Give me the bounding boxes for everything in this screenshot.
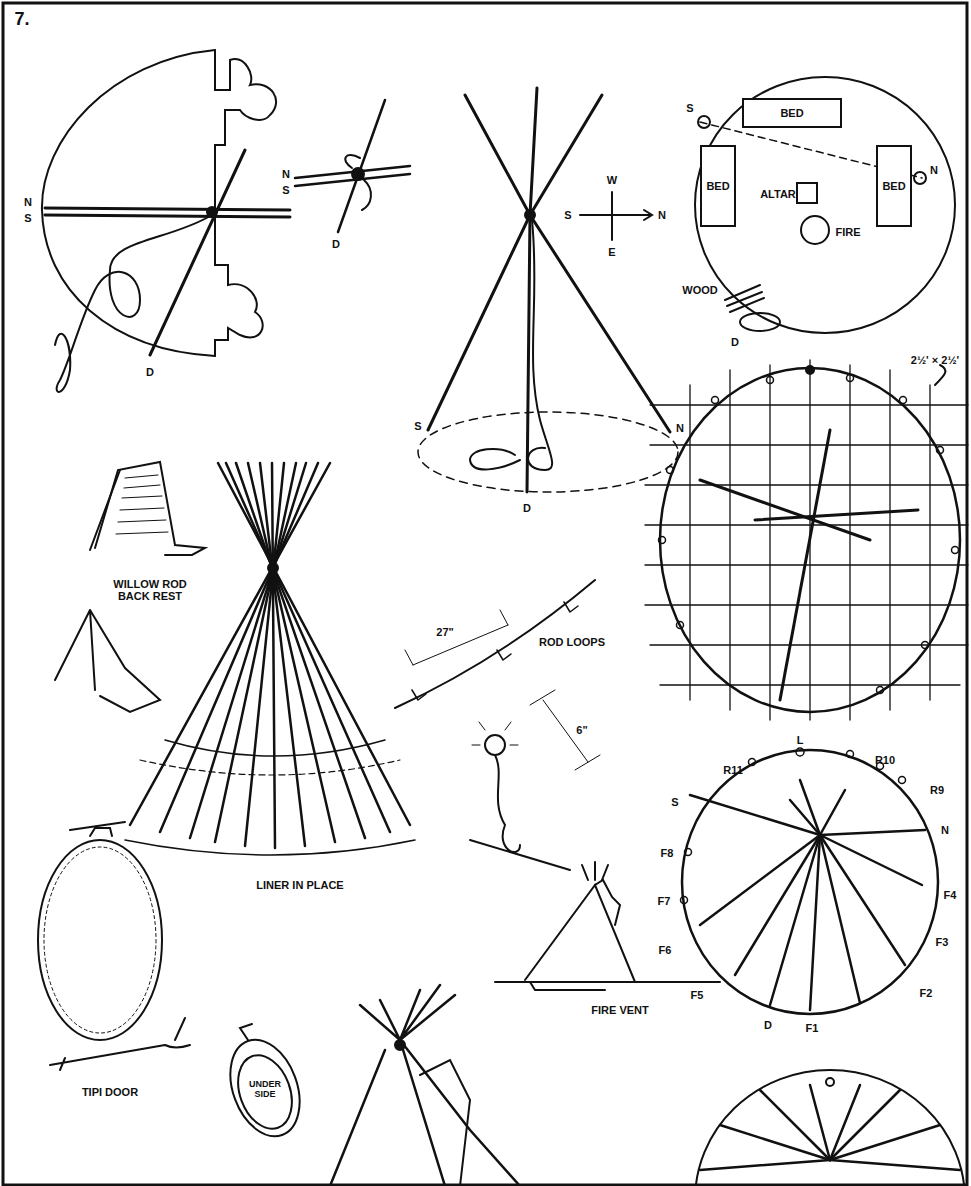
drawing-label: F3 bbox=[936, 936, 949, 948]
drawing-label: F4 bbox=[944, 889, 957, 901]
drawing-label: F8 bbox=[661, 847, 674, 859]
drawing-label: S bbox=[24, 212, 31, 224]
drawing-label: F6 bbox=[659, 944, 672, 956]
bed-box: BED bbox=[742, 98, 842, 128]
drawing-label: 6" bbox=[576, 724, 587, 736]
drawing-label: R11 bbox=[723, 764, 743, 776]
drawing-label: WILLOW ROD BACK REST bbox=[110, 578, 190, 602]
drawing-label: D bbox=[764, 1019, 772, 1031]
drawing-label: UNDER SIDE bbox=[245, 1080, 285, 1100]
drawing-label: D bbox=[523, 502, 531, 514]
drawing-label: D bbox=[332, 238, 340, 250]
bed-label: BED bbox=[882, 180, 905, 192]
drawing-label: W bbox=[607, 174, 617, 186]
drawing-label: L bbox=[797, 734, 804, 746]
drawing-label: N bbox=[676, 422, 684, 434]
drawing-label: TIPI DOOR bbox=[82, 1086, 138, 1098]
drawing-label: D bbox=[731, 336, 739, 348]
drawing-label: LINER IN PLACE bbox=[256, 879, 343, 891]
drawing-label: S bbox=[282, 184, 289, 196]
drawing-label: 7. bbox=[14, 10, 29, 30]
bed-label: BED bbox=[706, 180, 729, 192]
drawing-label: F1 bbox=[806, 1022, 819, 1034]
drawing-label: 2½' × 2½' bbox=[911, 354, 959, 366]
drawing-label: N bbox=[24, 196, 32, 208]
drawing-label: S bbox=[671, 796, 678, 808]
drawing-label: S bbox=[686, 102, 693, 114]
drawing-label: N bbox=[941, 824, 949, 836]
drawing-label: F5 bbox=[691, 989, 704, 1001]
drawing-label: N bbox=[658, 209, 666, 221]
drawing-label: N bbox=[282, 168, 290, 180]
drawing-label: R10 bbox=[875, 754, 895, 766]
drawing-label: E bbox=[608, 246, 615, 258]
bed-label: BED bbox=[780, 107, 803, 119]
drawing-label: R9 bbox=[930, 784, 944, 796]
drawing-label: 27" bbox=[436, 626, 453, 638]
drawing-label: FIRE VENT bbox=[591, 1004, 648, 1016]
drawing-label: S bbox=[564, 209, 571, 221]
drawing-label: ALTAR bbox=[760, 188, 796, 200]
bed-box: BED bbox=[876, 145, 912, 227]
drawing-label: S bbox=[414, 420, 421, 432]
drawing-label: ROD LOOPS bbox=[539, 636, 605, 648]
drawing-label: WOOD bbox=[682, 284, 717, 296]
drawing-label: D bbox=[146, 366, 154, 378]
drawing-label: F7 bbox=[658, 895, 671, 907]
drawing-label: F2 bbox=[920, 987, 933, 999]
bed-box: BED bbox=[700, 145, 736, 227]
drawing-label: N bbox=[930, 164, 938, 176]
drawing-label: FIRE bbox=[835, 226, 860, 238]
